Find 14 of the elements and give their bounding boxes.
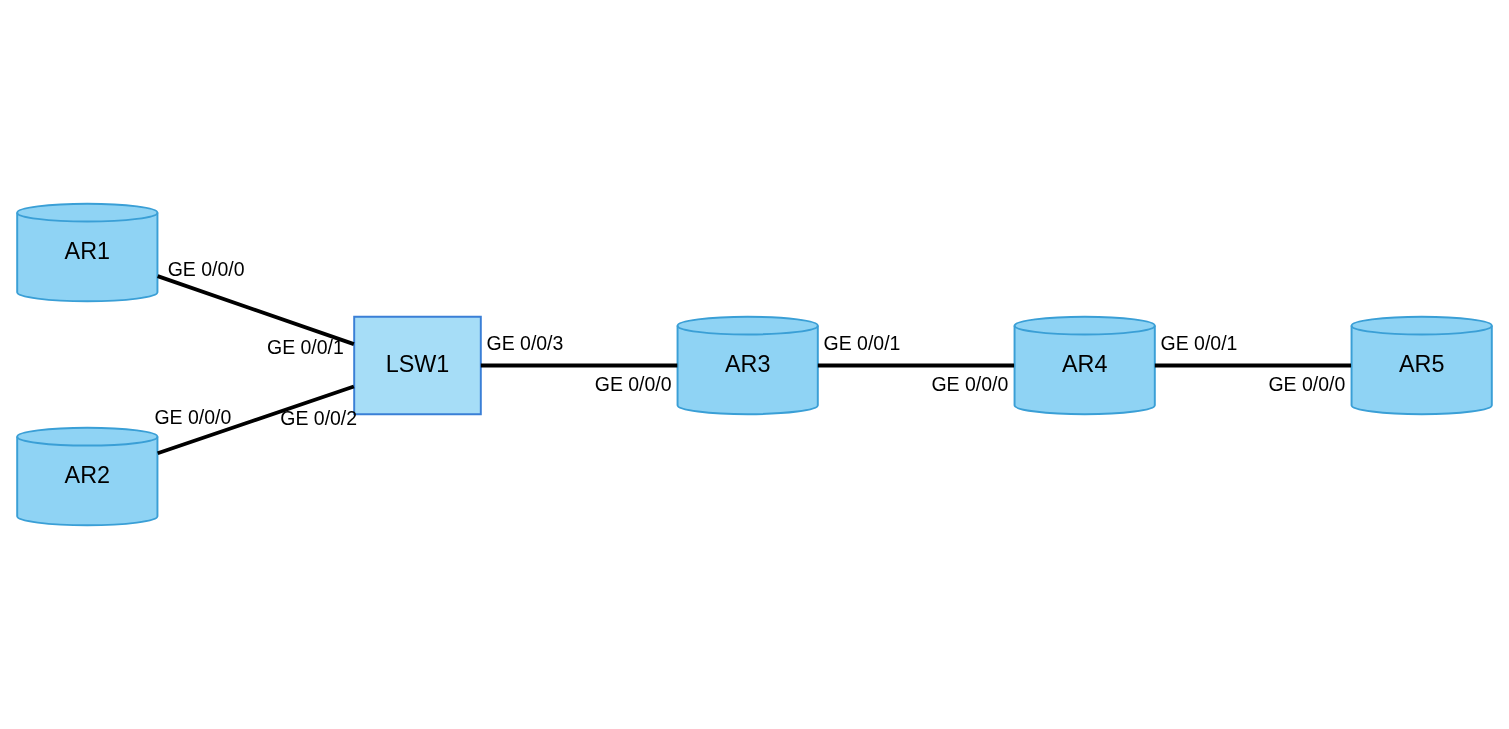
connector	[157, 274, 355, 346]
node-label: GE 0/0/1	[823, 331, 901, 354]
node-label: GE 0/0/1	[266, 335, 344, 358]
node-label: GE 0/0/0	[931, 372, 1009, 395]
node-label: GE 0/0/0	[594, 372, 672, 395]
connector	[817, 363, 1015, 368]
connector	[480, 363, 678, 368]
node-label: GE 0/0/3	[486, 331, 564, 354]
node-label: GE 0/0/0	[1268, 372, 1346, 395]
node-label: GE 0/0/0	[154, 406, 232, 429]
node-label: GE 0/0/1	[1160, 331, 1238, 354]
connector	[1154, 363, 1352, 368]
connector	[157, 384, 355, 456]
node-label: GE 0/0/0	[167, 258, 245, 281]
